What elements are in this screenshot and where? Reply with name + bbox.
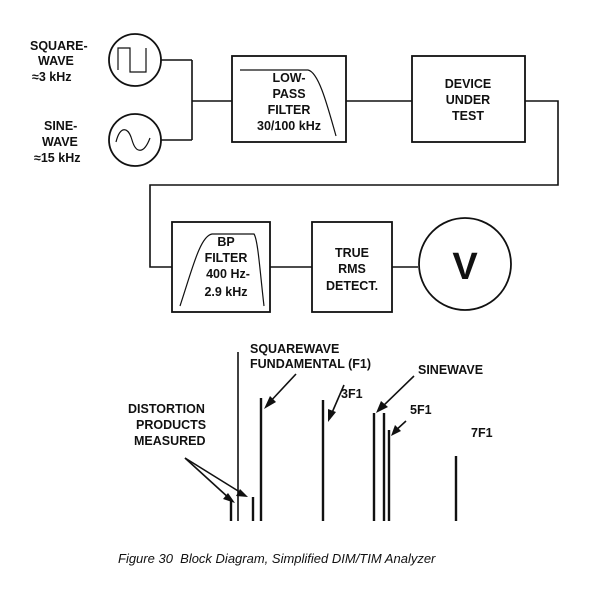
- squarewave-generator: [108, 33, 162, 87]
- seventh-harmonic-label: 7F1: [471, 426, 493, 440]
- third-harmonic-arrow: [330, 384, 345, 416]
- dut-label-1: DEVICE: [445, 77, 492, 91]
- voltmeter-circle: [418, 217, 512, 311]
- sinewave-generator: [108, 113, 162, 167]
- fifth-harmonic-arrowhead: [391, 425, 401, 436]
- distortion-arrow-2: [184, 457, 244, 495]
- voltmeter: V: [418, 217, 512, 311]
- sinewave-arrow: [379, 375, 415, 410]
- lowpass-label-2: PASS: [272, 87, 305, 101]
- sinewave-label-1: SINE-: [44, 119, 77, 133]
- third-harmonic-label: 3F1: [341, 387, 363, 401]
- wire-dut-to-bandpass: [149, 100, 559, 268]
- bandpass-high-cutoff: 2.9 kHz: [204, 285, 247, 299]
- distortion-arrowhead-1: [223, 493, 235, 503]
- lowpass-cutoff: 30/100 kHz: [257, 119, 321, 133]
- third-harmonic-arrowhead: [328, 409, 336, 422]
- distortion-arrowhead-2: [236, 489, 248, 497]
- spectrum-sketch: SQUAREWAVE FUNDAMENTAL (F1) SINEWAVE 3F1…: [128, 342, 493, 521]
- dut-label-2: UNDER: [446, 93, 490, 107]
- distortion-label-2: PRODUCTS: [136, 418, 206, 432]
- rms-detector-block: TRUE RMS DETECT.: [311, 221, 393, 313]
- figure-caption: Figure 30 Block Diagram, Simplified DIM/…: [118, 551, 436, 566]
- bandpass-filter-box: [171, 221, 271, 313]
- squarewave-source: SQUARE- WAVE ≈3 kHz: [30, 33, 162, 87]
- fundamental-label-1: SQUAREWAVE: [250, 342, 339, 356]
- lowpass-label-3: FILTER: [268, 103, 311, 117]
- lowpass-response-curve: [240, 69, 337, 137]
- dut-label-3: TEST: [452, 109, 484, 123]
- bandpass-label-2: FILTER: [205, 251, 248, 265]
- sinewave-source: SINE- WAVE ≈15 kHz: [34, 113, 162, 167]
- rms-label-2: RMS: [338, 262, 366, 276]
- lowpass-filter-block: LOW- PASS FILTER 30/100 kHz: [231, 55, 347, 143]
- distortion-arrow-1: [184, 457, 231, 500]
- rms-label-3: DETECT.: [326, 279, 378, 293]
- squarewave-frequency: ≈3 kHz: [32, 70, 72, 84]
- square-wave-icon: [117, 47, 147, 73]
- dut-box: [411, 55, 526, 143]
- bandpass-low-cutoff: 400 Hz-: [206, 267, 250, 281]
- bandpass-label-1: BP: [217, 235, 234, 249]
- sine-wave-icon: [115, 129, 151, 151]
- bandpass-filter-block: BP FILTER 400 Hz- 2.9 kHz: [171, 221, 271, 313]
- squarewave-label-2: WAVE: [38, 54, 74, 68]
- fundamental-label-2: FUNDAMENTAL (F1): [250, 357, 371, 371]
- squarewave-label-1: SQUARE-: [30, 39, 88, 53]
- sinewave-frequency: ≈15 kHz: [34, 151, 80, 165]
- sinewave-label-2: WAVE: [42, 135, 78, 149]
- signal-wires: [149, 59, 559, 268]
- fifth-harmonic-label: 5F1: [410, 403, 432, 417]
- sinewave-label: SINEWAVE: [418, 363, 483, 377]
- lowpass-label-1: LOW-: [272, 71, 305, 85]
- voltmeter-symbol: V: [452, 246, 478, 288]
- dut-block: DEVICE UNDER TEST: [411, 55, 526, 143]
- distortion-label-3: MEASURED: [134, 434, 206, 448]
- rms-detector-box: [311, 221, 393, 313]
- fundamental-arrowhead: [264, 396, 276, 409]
- bandpass-response-curve: [179, 233, 265, 307]
- distortion-label-1: DISTORTION: [128, 402, 205, 416]
- sinewave-arrowhead: [376, 401, 388, 413]
- rms-label-1: TRUE: [335, 246, 369, 260]
